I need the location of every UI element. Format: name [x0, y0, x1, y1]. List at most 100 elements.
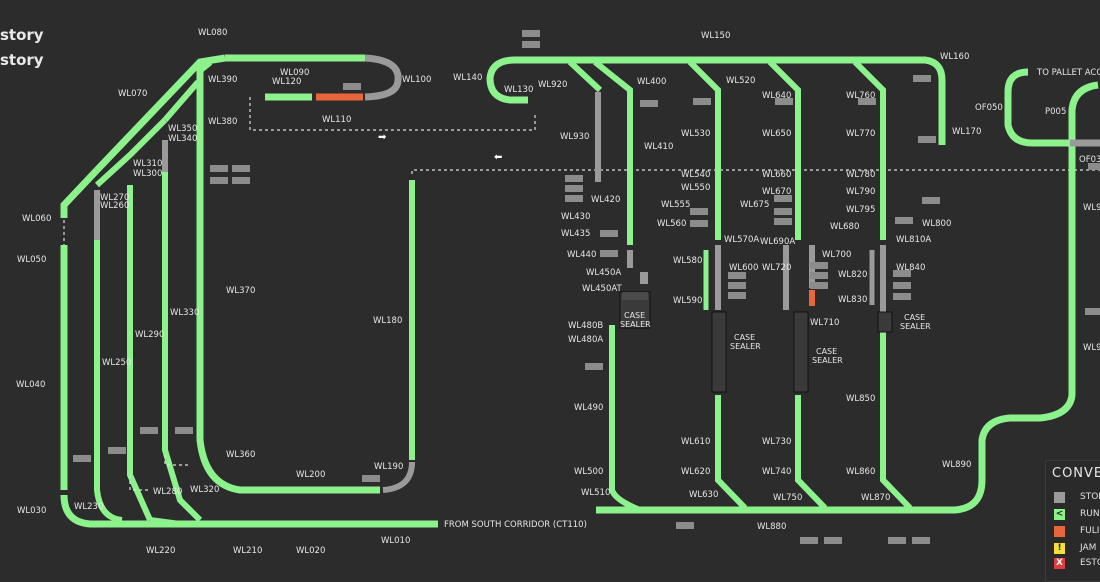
- label-wl740: WL740: [762, 467, 791, 477]
- legend-item-running: < RUN: [1054, 509, 1100, 520]
- conveyor-wl350[interactable]: [162, 80, 201, 122]
- label-wl300: WL300: [133, 169, 162, 179]
- label-wl380: WL380: [208, 117, 237, 127]
- label-wl570a: WL570A: [724, 235, 759, 245]
- conveyor-wl390[interactable]: [196, 59, 213, 105]
- label-wl230: WL230: [74, 502, 103, 512]
- label-wl310: WL310: [133, 159, 162, 169]
- label-wl440: WL440: [567, 250, 596, 260]
- label-from-south: FROM SOUTH CORRIDOR (CT110): [444, 520, 587, 530]
- label-wl690a: WL690A: [760, 237, 795, 247]
- arrow-right-icon: ➡: [378, 132, 387, 143]
- label-wl270: WL270: [100, 193, 129, 203]
- conveyor-wl260[interactable]: [94, 215, 123, 523]
- label-wl140: WL140: [453, 73, 482, 83]
- conveyor-wl770[interactable]: [852, 59, 886, 240]
- conveyor-wl880[interactable]: [596, 81, 1099, 514]
- label-wl435: WL435: [561, 229, 590, 239]
- conveyor-wl400[interactable]: [593, 59, 633, 245]
- conveyor-wl100[interactable]: [364, 54, 402, 101]
- label-wl480b: WL480B: [568, 321, 603, 331]
- label-wl170: WL170: [952, 127, 981, 137]
- label-wl920: WL920: [538, 80, 567, 90]
- label-wl280: WL280: [153, 487, 182, 497]
- label-wl9b: WL9: [1083, 343, 1100, 353]
- label-wl020: WL020: [296, 546, 325, 556]
- legend-item-stopped: STOI: [1054, 492, 1100, 504]
- svg-text:SEALER: SEALER: [620, 320, 651, 329]
- conveyor-wl190[interactable]: [382, 461, 415, 493]
- conveyor-wl330[interactable]: [162, 170, 203, 523]
- label-wl150: WL150: [701, 31, 730, 41]
- conveyor-wl480a[interactable]: [609, 325, 642, 513]
- label-wl580: WL580: [673, 256, 702, 266]
- label-wl9a: WL9: [1083, 203, 1100, 213]
- legend-title: CONVE: [1052, 466, 1100, 481]
- label-wl510: WL510: [581, 488, 610, 498]
- conveyor-wl600[interactable]: [715, 395, 748, 511]
- label-wl110: WL110: [322, 115, 351, 125]
- conveyor-wl220[interactable]: [149, 517, 181, 527]
- case-sealer-3: [793, 311, 809, 393]
- label-wl750: WL750: [773, 493, 802, 503]
- label-wl930: WL930: [560, 132, 589, 142]
- label-wl850: WL850: [846, 394, 875, 404]
- conveyor-wl530[interactable]: [687, 59, 721, 240]
- label-wl400: WL400: [637, 77, 666, 87]
- conveyor-wl720[interactable]: [795, 395, 828, 511]
- label-to-pallet: TO PALLET ACC: [1036, 68, 1100, 78]
- conveyor-wl300[interactable]: [94, 117, 168, 188]
- conveyor-wl030-curve[interactable]: [60, 494, 240, 528]
- label-wl500: WL500: [574, 467, 603, 477]
- label-wl730: WL730: [762, 437, 791, 447]
- conveyor-wl070[interactable]: [94, 54, 226, 173]
- arrow-left-icon: ⬅: [494, 152, 503, 163]
- label-wl220: WL220: [146, 546, 175, 556]
- legend-swatch-full: [1054, 526, 1065, 537]
- label-wl780: WL780: [846, 170, 875, 180]
- label-wl420: WL420: [591, 195, 620, 205]
- conveyor-wl290[interactable]: [127, 185, 153, 522]
- legend-swatch-stopped: [1054, 492, 1065, 503]
- conveyor-wl140[interactable]: [486, 56, 946, 145]
- label-wl795: WL795: [846, 205, 875, 215]
- label-wl430: WL430: [561, 212, 590, 222]
- conveyor-wl150-branch-a[interactable]: [567, 59, 603, 93]
- label-wl250: WL250: [102, 358, 131, 368]
- label-wl880: WL880: [757, 522, 786, 532]
- label-wl200: WL200: [296, 470, 325, 480]
- label-wl360: WL360: [226, 450, 255, 460]
- conveyor-of050[interactable]: [1004, 68, 1070, 147]
- label-wl675: WL675: [740, 200, 769, 210]
- label-wl040: WL040: [16, 380, 45, 390]
- label-wl770: WL770: [846, 129, 875, 139]
- label-wl530: WL530: [681, 129, 710, 139]
- conveyor-wl850[interactable]: [880, 330, 913, 511]
- label-wl350: WL350: [168, 124, 197, 134]
- case-sealer-2: [711, 311, 727, 393]
- label-wl320: WL320: [190, 485, 219, 495]
- label-wl260: WL260: [100, 201, 129, 211]
- conveyor-wl380[interactable]: [196, 105, 380, 494]
- conveyor-wl060[interactable]: [60, 167, 100, 218]
- legend-item-jam: ! JAM: [1054, 543, 1100, 555]
- conveyor-wl650[interactable]: [767, 59, 801, 240]
- label-wl450at: WL450AT: [582, 284, 623, 294]
- label-wl700: WL700: [822, 250, 851, 260]
- svg-text:CASE: CASE: [904, 313, 925, 322]
- label-wl790: WL790: [846, 187, 875, 197]
- label-wl290: WL290: [135, 330, 164, 340]
- label-wl550: WL550: [681, 183, 710, 193]
- svg-text:CASE: CASE: [734, 333, 755, 342]
- header-title-2: story: [0, 51, 44, 69]
- status-tags: [73, 30, 1100, 544]
- label-wl190: WL190: [374, 462, 403, 472]
- svg-text:SEALER: SEALER: [812, 356, 843, 365]
- label-wl210: WL210: [233, 546, 262, 556]
- label-of050: OF050: [975, 103, 1003, 113]
- svg-text:SEALER: SEALER: [900, 322, 931, 331]
